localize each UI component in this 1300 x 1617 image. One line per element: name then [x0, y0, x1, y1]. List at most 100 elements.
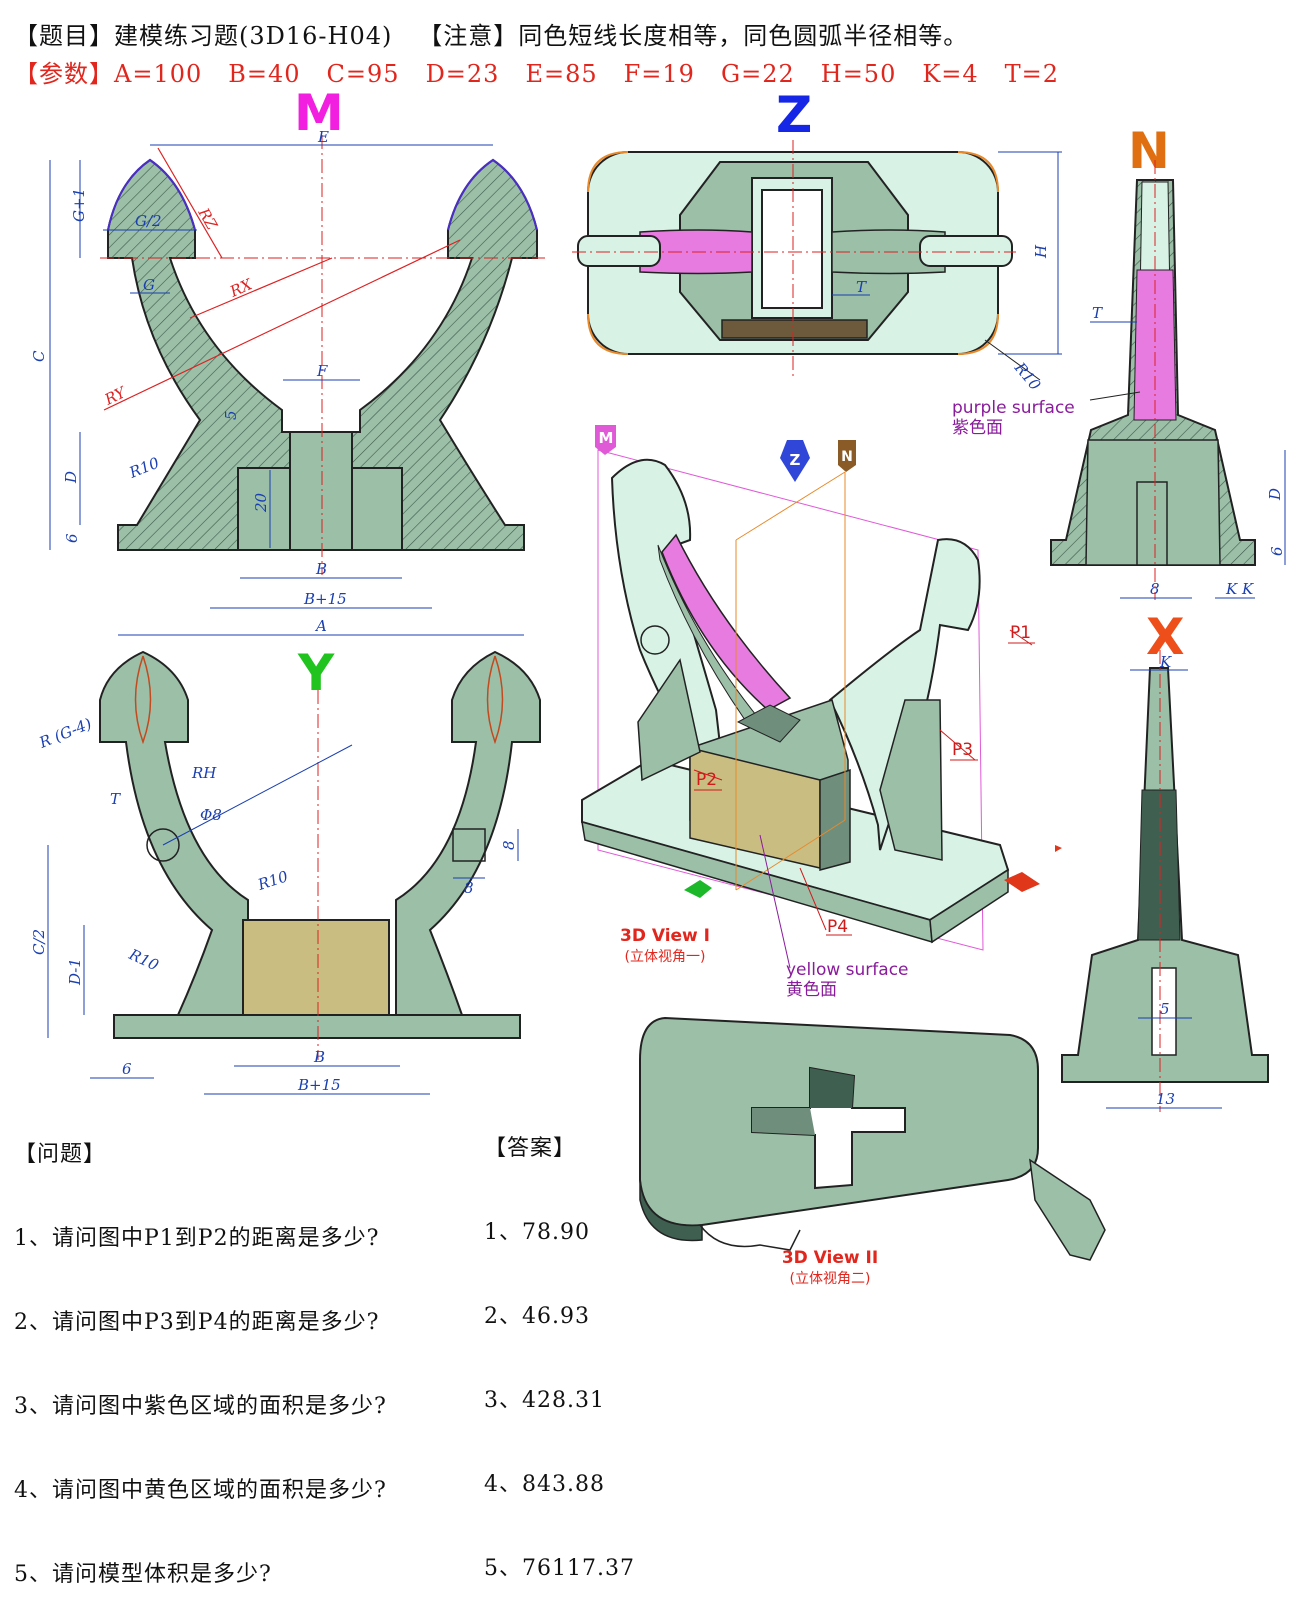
front-section-view: E G+1 G/2 G RZ RX RY F C D 6 5 20 R10 B … — [30, 128, 545, 636]
param-t: T=2 — [1004, 60, 1060, 88]
dim-5-front: 5 — [222, 410, 240, 420]
title-text: 建模练习题(3D16-H04) — [114, 22, 393, 50]
view2-caption: 3D View II (立体视角二) — [760, 1248, 900, 1288]
iso-view-2 — [639, 1016, 1106, 1261]
drawing-canvas: E G+1 G/2 G RZ RX RY F C D 6 5 20 R10 B … — [30, 128, 1286, 1261]
view-label-m: M — [294, 84, 344, 142]
purple-surface-label: purple surface 紫色面 — [952, 398, 1075, 438]
dim-g-plus-1: G+1 — [70, 188, 88, 222]
dim-r10-front-elev: R10 — [255, 867, 291, 894]
dim-f: F — [316, 362, 328, 380]
front-section-core — [289, 431, 353, 551]
dim-r10-front: R10 — [126, 453, 162, 482]
dim-6-side: 6 — [1268, 546, 1286, 556]
dim-8-front-b: 8 — [464, 879, 474, 897]
dim-rh: RH — [191, 764, 217, 782]
dim-b15-front-elev: B+15 — [297, 1076, 341, 1094]
answer-2: 2、46.93 — [484, 1304, 590, 1329]
dim-t-side: T — [1092, 304, 1103, 322]
param-tag: 【参数】 — [14, 60, 114, 88]
dim-c-half: C/2 — [30, 929, 48, 955]
dim-20-front: 20 — [252, 492, 270, 513]
yellow-surface-label: yellow surface 黄色面 — [786, 960, 909, 1000]
question-1: 1、请问图中P1到P2的距离是多少? — [14, 1226, 380, 1251]
param-h: H=50 — [820, 60, 897, 88]
purple-surface-zh: 紫色面 — [952, 418, 1003, 438]
iso-point-p2: P2 — [696, 770, 717, 790]
answer-5: 5、76117.37 — [484, 1556, 635, 1581]
param-b: B=40 — [228, 60, 301, 88]
param-f: F=19 — [623, 60, 695, 88]
questions-block: 【问题】 1、请问图中P1到P2的距离是多少? 2、请问图中P3到P4的距离是多… — [14, 1088, 387, 1617]
param-k: K=4 — [922, 60, 979, 88]
view2-caption-en: 3D View II — [781, 1248, 879, 1268]
front-elevation-view: R (G-4) RH T Φ8 R10 R10 C/2 D-1 8 8 B B+… — [30, 650, 541, 1095]
purple-surface-en: purple surface — [952, 398, 1075, 418]
dim-13-x: 13 — [1156, 1090, 1175, 1108]
dim-8-front-a: 8 — [500, 840, 518, 850]
params-line: 【参数】A=100 B=40 C=95 D=23 E=85 F=19 G=22 H=50 K=4… — [14, 54, 1085, 89]
question-4: 4、请问图中黄色区域的面积是多少? — [14, 1478, 387, 1503]
view-label-x: X — [1146, 608, 1185, 666]
dim-d-side: D — [1266, 488, 1284, 501]
yellow-surface-zh: 黄色面 — [786, 980, 837, 1000]
param-c: C=95 — [326, 60, 400, 88]
dim-b-front-elev: B — [313, 1048, 325, 1066]
param-g: G=22 — [720, 60, 795, 88]
iso-point-p3: P3 — [952, 740, 973, 760]
answer-3: 3、428.31 — [484, 1388, 605, 1413]
top-view: H T R10 — [572, 140, 1062, 394]
dim-r10-top: R10 — [1010, 358, 1044, 394]
view-label-z: Z — [776, 86, 813, 144]
title-tag: 【题目】 — [14, 22, 114, 50]
answers-block: 【答案】 1、78.90 2、46.93 3、428.31 4、843.88 5… — [484, 1082, 635, 1611]
yellow-surface-en: yellow surface — [786, 960, 909, 980]
view-label-y: Y — [298, 644, 335, 702]
dim-g-half: G/2 — [135, 212, 162, 230]
iso-point-p4: P4 — [827, 917, 848, 937]
iso-view-1: M N Z P1 P2 P3 P4 — [581, 391, 1141, 969]
dim-d-minus-1: D-1 — [66, 958, 84, 986]
view-label-n: N — [1128, 122, 1170, 180]
side-section-view: D 6 T 8 K K — [1050, 160, 1286, 600]
questions-title: 【问题】 — [14, 1142, 107, 1167]
dim-8-side: 8 — [1150, 580, 1160, 598]
dim-b15-front: B+15 — [303, 590, 347, 608]
answer-4: 4、843.88 — [484, 1472, 605, 1497]
dim-t-top: T — [856, 278, 867, 296]
question-3: 3、请问图中紫色区域的面积是多少? — [14, 1394, 387, 1419]
header-line-1: 【题目】建模练习题(3D16-H04) 【注意】同色短线长度相等，同色圆弧半径相… — [14, 16, 968, 51]
answer-1: 1、78.90 — [484, 1220, 590, 1245]
dim-k-x: K — [1159, 653, 1172, 671]
note-text: 同色短线长度相等，同色圆弧半径相等。 — [518, 22, 969, 50]
dim-b-front: B — [315, 560, 327, 578]
dim-h: H — [1032, 244, 1050, 259]
iso-tag-m: M — [599, 429, 614, 447]
iso-point-p1: P1 — [1010, 623, 1031, 643]
dim-5-x: 5 — [1160, 1000, 1170, 1018]
dim-rz: RZ — [194, 204, 221, 233]
dim-d: D — [62, 471, 80, 484]
question-2: 2、请问图中P3到P4的距离是多少? — [14, 1310, 380, 1335]
dim-6-front: 6 — [63, 533, 81, 543]
dim-phi8: Φ8 — [200, 806, 222, 824]
dim-e: E — [317, 128, 329, 146]
iso-tag-n: N — [841, 449, 853, 465]
dim-r10-front-elev-2: R10 — [125, 945, 161, 975]
view2-caption-zh: (立体视角二) — [789, 1271, 871, 1287]
dim-6-front-elev: 6 — [122, 1060, 132, 1078]
view1-caption-en: 3D View I — [619, 926, 711, 946]
param-e: E=85 — [525, 60, 598, 88]
dim-c: C — [30, 350, 48, 362]
param-a: A=100 — [114, 60, 203, 88]
dim-rx: RX — [226, 275, 256, 301]
question-5: 5、请问模型体积是多少? — [14, 1562, 272, 1587]
dim-g: G — [143, 276, 155, 294]
view1-caption-zh: (立体视角一) — [624, 949, 706, 965]
param-d: D=23 — [425, 60, 500, 88]
side-elevation-view: K 5 13 — [1061, 650, 1269, 1112]
dim-k-side-2: K — [1241, 580, 1254, 598]
dim-t-front: T — [110, 790, 121, 808]
dim-ry: RY — [101, 382, 130, 409]
dim-a: A — [314, 617, 327, 635]
